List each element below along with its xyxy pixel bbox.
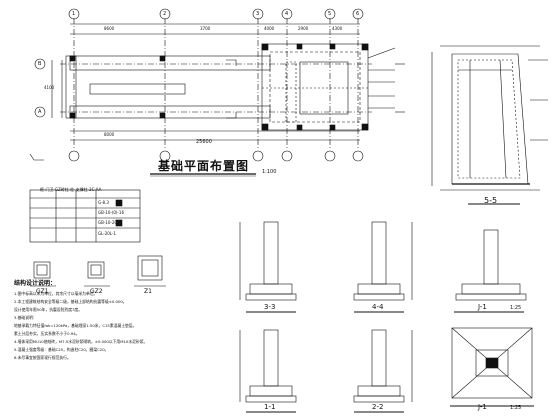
table-entry-1: G-8.3 (98, 200, 109, 205)
dim-1: 8600 (104, 26, 115, 31)
grid-2: 2 (163, 11, 167, 17)
dim-4: 2900 (298, 26, 309, 31)
dim-2: 3700 (200, 26, 211, 31)
column-sections (30, 255, 166, 287)
plan-title: 基础平面布置图 (158, 159, 250, 173)
table-entry-3: GB-10-20 (98, 220, 117, 225)
grid-4: 4 (285, 11, 289, 17)
label-2-2: 2-2 (372, 403, 384, 411)
note-line-5: 地基承载力特征值fak=120kPa，基础埋深1.50米，C15素混凝土垫层。 (14, 323, 137, 328)
scale-j1-plan: 1:25 (510, 405, 522, 411)
note-line-4: 3.基础说明： (14, 315, 37, 320)
scale-j1-section: 1:25 (510, 305, 522, 311)
note-line-3: 设计使用年限50年，抗震设防烈度7度。 (14, 307, 82, 312)
dim-5: 4300 (332, 26, 343, 31)
note-line-6: 素土分层夯实，压实系数不小于0.94。 (14, 331, 80, 336)
label-gz1: GZ1 (36, 288, 49, 295)
wall-section-1-1 (239, 329, 297, 413)
wall-section-4-4 (353, 221, 413, 313)
grid-3: 3 (256, 11, 260, 17)
label-j1-plan: J-1 (478, 403, 487, 411)
grid-a: A (38, 109, 42, 115)
plan-scale: 1:100 (262, 169, 277, 175)
grid-5: 5 (328, 11, 332, 17)
table-entry-2: GB-10-(0)-16 (98, 210, 125, 215)
grid-6: 6 (356, 11, 360, 17)
notes-title: 结构设计说明： (14, 280, 57, 287)
footing-plan-j1 (450, 327, 534, 407)
grid-1: 1 (72, 11, 76, 17)
dim-6: 8000 (104, 132, 115, 137)
table-entry-4: GL-20L-1 (98, 231, 116, 236)
note-line-7: 4.墙体采用MU10烧结砖，M7.5水泥砂浆砌筑，±0.000以下用M10水泥砂… (14, 339, 148, 344)
side-dimension: 4100 (44, 85, 55, 90)
note-line-1: 1.图中标高以米为单位，其余尺寸以毫米为单位。 (14, 291, 98, 296)
dim-3: 4000 (264, 26, 275, 31)
wall-section-3-3 (239, 221, 297, 313)
section-5-5 (431, 45, 548, 205)
label-5-5: 5-5 (484, 196, 498, 205)
footing-section-j1 (454, 229, 527, 313)
column-schedule-table (29, 189, 141, 243)
total-dimension: 25600 (196, 139, 212, 145)
note-line-8: 5.混凝土强度等级：基础C25，构造柱C20，圈梁C20。 (14, 347, 109, 352)
label-gz2: GZ2 (90, 288, 103, 295)
foundation-plan (29, 8, 405, 177)
label-j1-section: J-1 (478, 303, 487, 311)
note-line-9: 6.未尽事宜按国家现行规范执行。 (14, 355, 71, 360)
grid-b: B (38, 61, 42, 67)
label-4-4: 4-4 (372, 303, 384, 311)
label-z1: Z1 (144, 288, 152, 295)
wall-section-2-2 (353, 329, 413, 413)
label-1-1: 1-1 (264, 403, 276, 411)
note-line-2: 2.本工程建筑结构安全等级二级，基础上部结构抗震等级±0.000。 (14, 299, 127, 304)
label-3-3: 3-3 (264, 303, 276, 311)
column-table-caption: 框-门卫-GZ砖柱-柱-支撑柱-3C-AA (40, 187, 102, 192)
